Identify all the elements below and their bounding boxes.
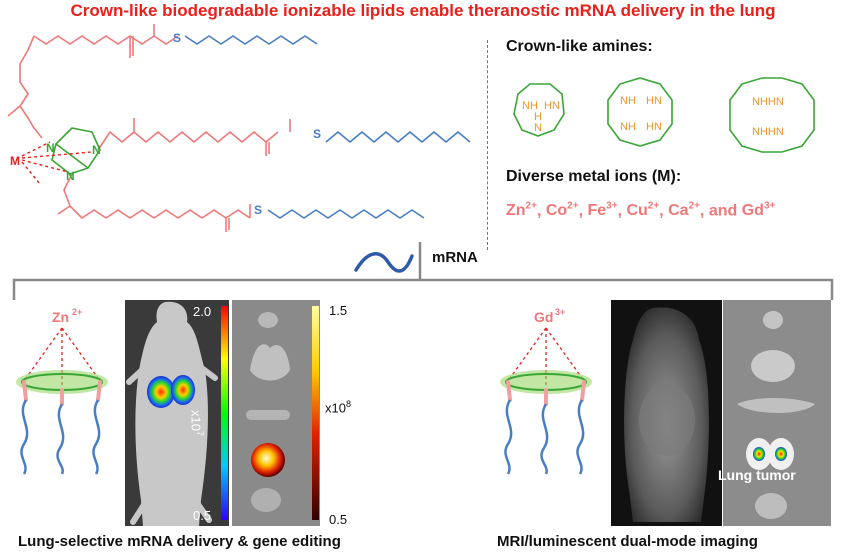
colorbar2-exponent: x108 <box>325 399 351 416</box>
ring1-amine-left: NH <box>522 100 538 112</box>
arm3-linker <box>63 173 251 219</box>
metal-ions-header: Diverse metal ions (M): <box>506 168 682 185</box>
mouse-ivis-image: 2.0 0.5 x107 <box>125 300 229 526</box>
ring-tacn <box>513 83 565 137</box>
ring1-amine-bottom-h: H <box>534 111 542 123</box>
sulfur-atom-3: S <box>254 203 262 217</box>
ion-ca: Ca2+ <box>668 201 700 220</box>
colorbar1-max: 2.0 <box>193 304 212 319</box>
ring3-amine-top: NHHN <box>752 96 784 108</box>
mri-image <box>611 300 722 526</box>
lnp-zn-illustration: Zn 2+ <box>16 307 108 475</box>
nitrogen-atom-2: N <box>92 143 101 157</box>
colorbar-heat <box>312 306 319 520</box>
colorbar1-exponent: x107 <box>188 410 205 436</box>
ring2-amine-bl: NH <box>620 121 636 133</box>
lung-signal-right <box>171 375 195 405</box>
figure-title: Crown-like biodegradable ionizable lipid… <box>70 1 776 20</box>
arm2-tail <box>325 131 471 143</box>
organ2-kidneys <box>755 493 787 519</box>
ion-zn: Zn2+ <box>506 201 537 220</box>
ring2-amine-tr: HN <box>646 95 662 107</box>
zn-ion-label: Zn <box>52 309 69 325</box>
mrna-label: mRNA <box>432 249 478 266</box>
sulfur-atom-2: S <box>313 127 321 141</box>
crown-amines-header: Crown-like amines: <box>506 38 653 55</box>
zn-ion-charge: 2+ <box>72 307 82 317</box>
arm1-linker <box>19 35 43 139</box>
organ-heart <box>258 312 278 328</box>
organ-kidneys <box>251 488 281 512</box>
organ-spleen <box>246 410 290 420</box>
arm2-chain <box>97 131 279 151</box>
lnp-gd-illustration: Gd 3+ <box>500 307 592 475</box>
gd-ion-charge: 3+ <box>555 307 565 317</box>
caption-left: Lung-selective mRNA delivery & gene edit… <box>18 533 341 550</box>
macrocycle-row: NH HN H N NH HN NH HN NHHN NHHN <box>513 77 815 153</box>
ion-co: Co2+ <box>545 201 579 220</box>
ring3-amine-bottom: NHHN <box>752 126 784 138</box>
nitrogen-atom-1: N <box>46 141 55 155</box>
colorbar2-min: 0.5 <box>329 512 348 527</box>
sulfur-atom-1: S <box>173 31 181 45</box>
conjunction-and: and <box>708 202 738 220</box>
organ-liver <box>250 344 290 381</box>
ring-cyclen <box>607 77 673 147</box>
arm1-chain <box>33 35 179 45</box>
arm3-tail <box>267 209 425 219</box>
triazacyclononane-ring <box>51 127 101 175</box>
lung-tumor-label: Lung tumor <box>718 467 796 483</box>
metal-atom: M <box>10 154 20 168</box>
bracket-connector <box>12 242 834 300</box>
colorbar1-min: 0.5 <box>193 508 212 523</box>
lung-signal-left <box>147 376 175 408</box>
organ2-liver <box>751 350 795 382</box>
ring2-amine-tl: NH <box>620 95 636 107</box>
ion-cu: Cu2+ <box>626 201 660 220</box>
ring2-amine-br: HN <box>646 121 662 133</box>
arm1-tail <box>184 35 318 45</box>
colorbar2-max: 1.5 <box>329 303 348 318</box>
lipid-structure: S S S N N N M <box>7 24 471 232</box>
organ2-heart <box>763 311 783 329</box>
section-divider <box>487 40 488 250</box>
ring-cyclam <box>729 77 815 153</box>
nitrogen-atom-3: N <box>66 169 75 183</box>
caption-right: MRI/luminescent dual-mode imaging <box>497 533 758 550</box>
ion-gd: Gd3+ <box>741 201 776 220</box>
ion-fe: Fe3+ <box>587 201 618 220</box>
ring1-amine-right: HN <box>544 100 560 112</box>
colorbar-rainbow <box>221 306 228 520</box>
organ2-spleen <box>737 398 815 413</box>
mrna-wave-icon <box>354 252 414 273</box>
organ-lung-signal <box>251 443 285 477</box>
metal-ions-list: Zn2+, Co2+, Fe3+, Cu2+, Ca2+, and Gd3+ <box>506 201 776 220</box>
gd-ion-label: Gd <box>534 309 553 325</box>
organs-ex-vivo-image <box>232 300 320 526</box>
ring1-amine-bottom-n: N <box>534 122 542 134</box>
organs-tumor-image <box>723 300 831 526</box>
